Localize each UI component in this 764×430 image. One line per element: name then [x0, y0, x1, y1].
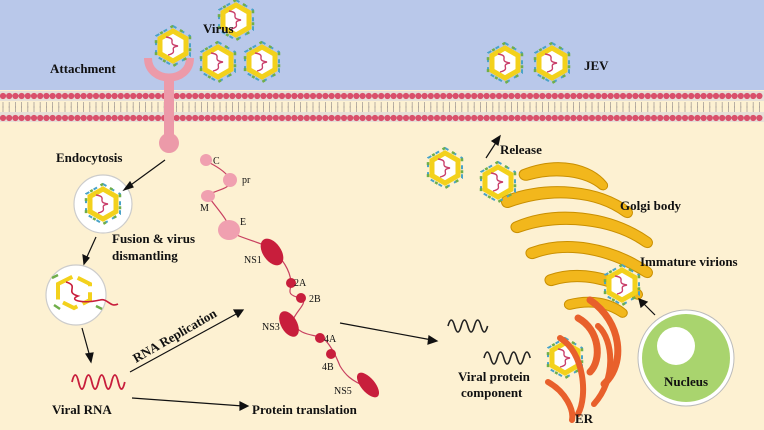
- 4b-domain: [326, 349, 336, 359]
- 4a-domain: [315, 333, 325, 343]
- label-e: E: [240, 217, 246, 228]
- label-ns3: NS3: [262, 322, 280, 333]
- endoplasmic-reticulum: [545, 296, 622, 423]
- label-ns5: NS5: [334, 386, 352, 397]
- label-er: ER: [575, 411, 594, 426]
- e-domain: [218, 220, 240, 240]
- label-ns1: NS1: [244, 255, 262, 266]
- label-4a: 4A: [324, 334, 337, 345]
- nucleus: [637, 309, 735, 407]
- label-nucleus: Nucleus: [664, 374, 708, 389]
- 2b-domain: [296, 293, 306, 303]
- ns3-domain: [279, 311, 299, 337]
- label-immature-virions: Immature virions: [640, 254, 738, 269]
- label-2a: 2A: [294, 278, 307, 289]
- label-viral-protein-2: component: [461, 385, 523, 400]
- viral-rna-strand: [71, 374, 126, 390]
- label-2b: 2B: [309, 294, 321, 305]
- 2a-domain: [286, 278, 296, 288]
- label-release: Release: [500, 142, 542, 157]
- c-domain: [200, 154, 212, 166]
- golgi-body: [500, 162, 653, 318]
- label-pr: pr: [242, 175, 251, 186]
- label-golgi-body: Golgi body: [620, 198, 682, 213]
- label-fusion-2: dismantling: [112, 248, 178, 263]
- pr-domain: [223, 173, 237, 187]
- fusion-vesicle: [45, 264, 119, 326]
- cell-membrane: [0, 91, 764, 122]
- endosome: [73, 174, 133, 234]
- label-endocytosis: Endocytosis: [56, 150, 122, 165]
- nucleolus: [657, 327, 695, 365]
- protein-component-2: [483, 351, 531, 365]
- label-virus: Virus: [203, 21, 234, 36]
- receptor: [144, 57, 194, 153]
- arrows: [81, 134, 656, 411]
- label-c: C: [213, 156, 220, 167]
- extracellular-space: [0, 0, 764, 90]
- label-fusion-1: Fusion & virus: [112, 231, 195, 246]
- label-jev: JEV: [584, 58, 609, 73]
- polyprotein: [200, 154, 380, 398]
- ns1-domain: [260, 238, 284, 266]
- label-viral-rna: Viral RNA: [52, 402, 112, 417]
- label-protein-translation: Protein translation: [252, 402, 358, 417]
- label-m: M: [200, 203, 209, 214]
- protein-component-1: [447, 319, 489, 333]
- label-attachment: Attachment: [50, 61, 116, 76]
- ns5-domain: [356, 372, 380, 398]
- label-viral-protein-1: Viral protein: [458, 369, 531, 384]
- m-domain: [201, 190, 215, 202]
- label-4b: 4B: [322, 362, 334, 373]
